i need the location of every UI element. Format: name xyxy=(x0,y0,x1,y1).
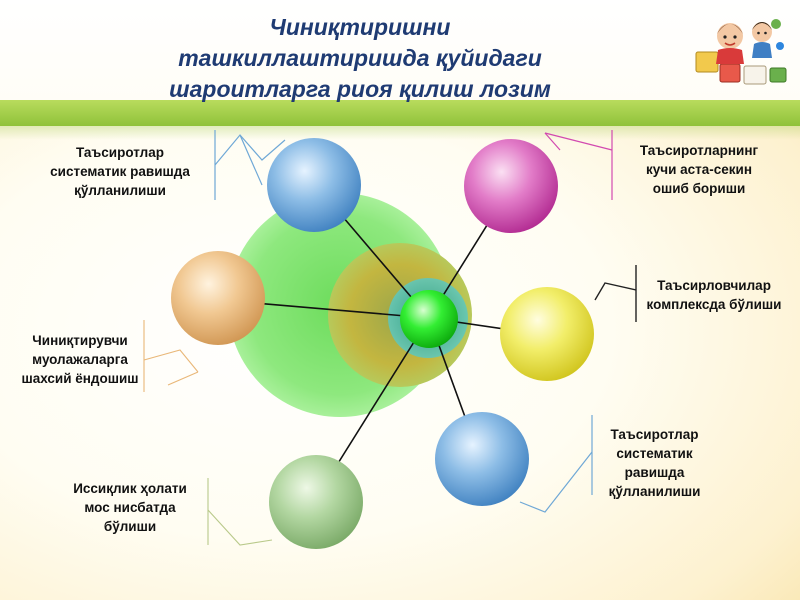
header-band-shadow xyxy=(0,126,800,140)
label-left: Чиниқтирувчи муолажаларга шахсий ёндошиш xyxy=(21,333,139,386)
label-right: Таъсирловчилар комплексда бўлиши xyxy=(646,278,782,312)
center-sphere xyxy=(400,290,458,348)
node-sphere-bottom-right xyxy=(435,412,529,506)
title-line-1: Чиниқтиришни xyxy=(269,14,451,40)
children-logo-icon xyxy=(695,19,787,85)
bracket-top-right xyxy=(544,130,613,200)
bracket-top-left xyxy=(214,130,286,200)
bracket-bottom-right xyxy=(519,415,593,513)
header-band xyxy=(0,100,800,126)
slide-title: Чиниқтиришни ташкиллаштиришда қуйидаги ш… xyxy=(110,12,610,105)
node-sphere-top-right xyxy=(464,139,558,233)
label-top-left: Таъсиротлар систематик равишда қўлланили… xyxy=(50,145,190,198)
node-sphere-right xyxy=(500,287,594,381)
node-sphere-top-left xyxy=(267,138,361,232)
label-bottom-left: Иссиқлик ҳолати мос нисбатда бўлиши xyxy=(73,481,187,534)
bracket-left xyxy=(143,320,199,392)
label-top-right: Таъсиротларнинг кучи аста-секин ошиб бор… xyxy=(639,143,759,196)
node-sphere-bottom-left xyxy=(269,455,363,549)
title-line-3: шароитларга риоя қилиш лозим xyxy=(169,76,551,102)
title-area xyxy=(0,0,800,110)
bracket-right xyxy=(594,265,637,322)
title-line-2: ташкиллаштиришда қуйидаги xyxy=(178,45,542,71)
label-bottom-right: Таъсиротлар систематик равишда қўлланили… xyxy=(608,427,701,499)
node-sphere-left xyxy=(171,251,265,345)
bracket-bottom-left xyxy=(207,478,273,546)
